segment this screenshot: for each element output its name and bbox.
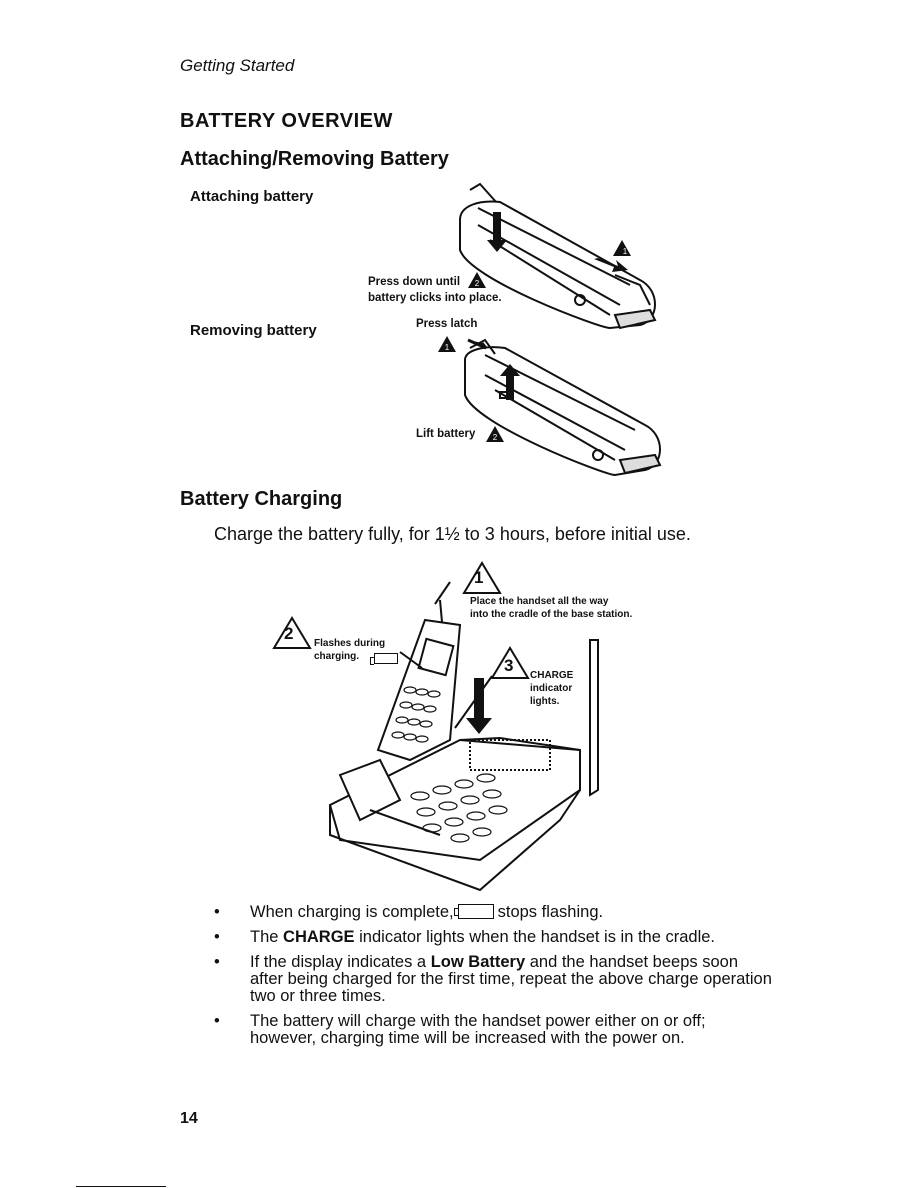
step2-text-2: charging. [314,651,360,662]
list-item: • The battery will charge with the hands… [214,1012,706,1047]
charging-heading: Battery Charging [180,488,343,510]
notes-list: • When charging is complete,stops flashi… [214,904,774,1055]
charging-illustration [272,561,599,892]
step3-text-3: lights. [530,696,560,707]
list-item: • If the display indicates a Low Battery… [214,953,772,1005]
attach-callout: Press down until [368,276,461,288]
step3-text-1: CHARGE [530,670,574,681]
svg-text:1: 1 [445,343,450,352]
attach-battery-illustration: 1 2 [459,182,657,330]
attach-callout-2: battery clicks into place. [368,292,502,304]
battery-icon [370,653,398,665]
svg-text:1: 1 [623,247,628,256]
step2-text-1: Flashes during [314,638,386,649]
step2-number: 2 [284,624,294,643]
remove-battery-illustration: 1 2 [438,336,662,477]
step1-text-1: Place the handset all the way [470,596,609,607]
step3-text-2: indicator [530,683,573,694]
step3-number: 3 [504,656,514,675]
subsection-title: Attaching/Removing Battery [180,148,449,170]
latch-callout: Press latch [416,318,478,330]
svg-text:2: 2 [493,433,498,442]
list-item: • The CHARGE indicator lights when the h… [214,928,716,946]
footer-rule [76,1186,166,1187]
list-item: • When charging is complete,stops flashi… [214,903,604,921]
svg-text:2: 2 [475,279,480,288]
attach-label: Attaching battery [190,188,314,205]
lift-callout: Lift battery [416,428,476,440]
section-header: Getting Started [180,56,295,75]
step1-number: 1 [474,568,484,587]
page-number: 14 [180,1110,198,1127]
remove-label: Removing battery [190,322,317,339]
step1-text-2: into the cradle of the base station. [470,609,633,620]
charging-intro: Charge the battery fully, for 1½ to 3 ho… [214,524,691,544]
battery-icon [453,904,494,919]
page-title: Battery Overview [180,110,393,132]
